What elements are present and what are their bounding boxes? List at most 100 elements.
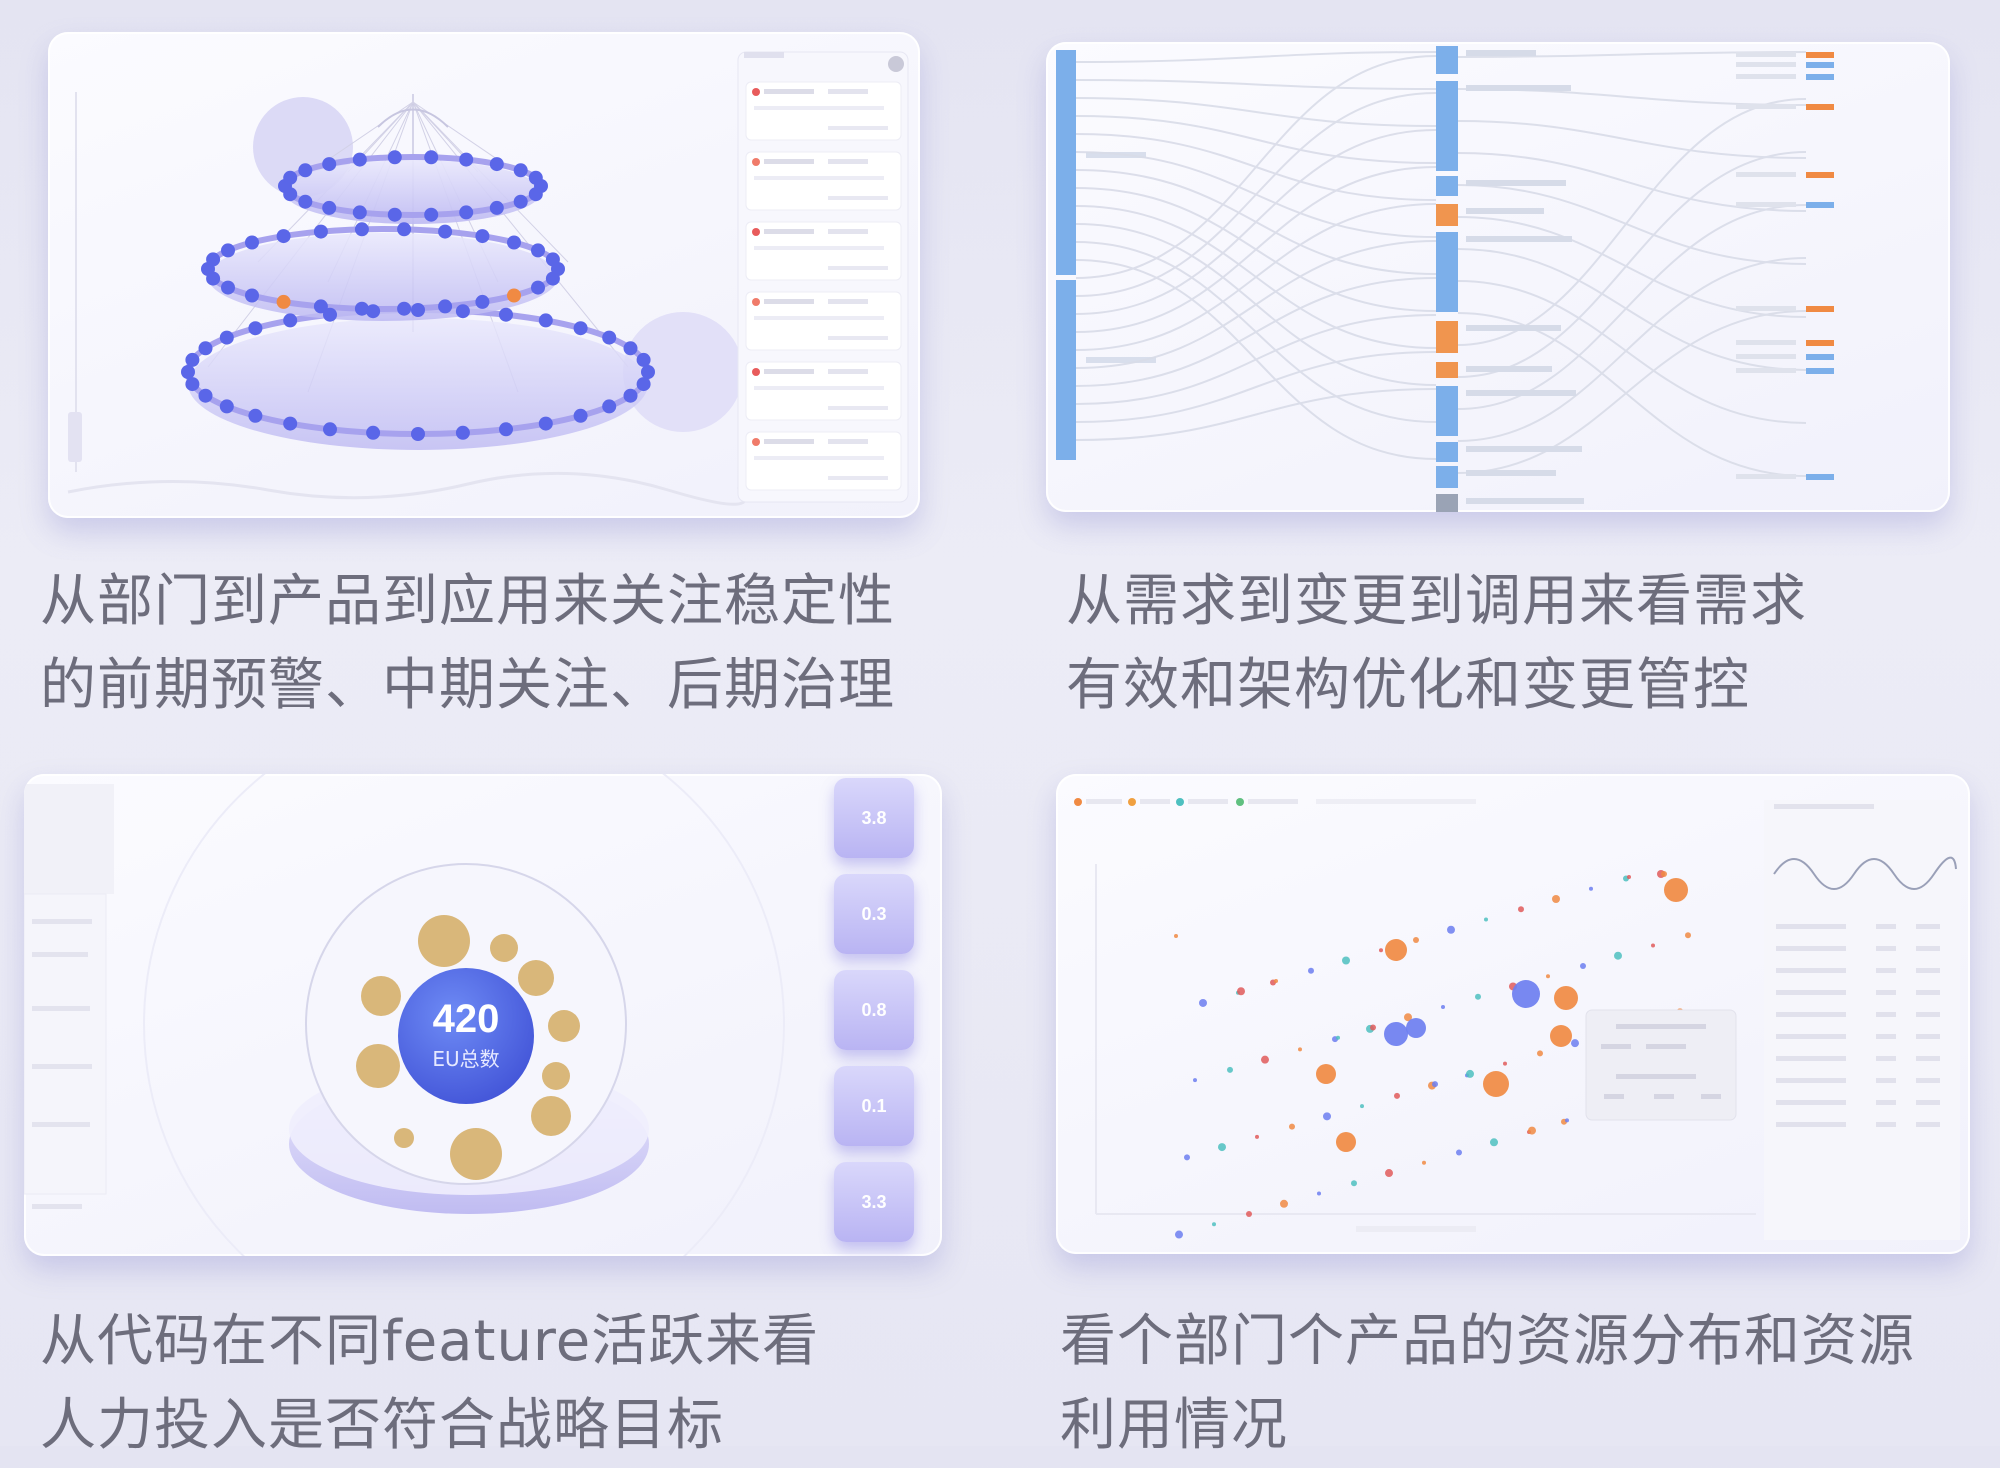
ring-node <box>455 425 470 440</box>
sankey-node <box>1436 442 1458 462</box>
side-pill-3[interactable]: 0.8 <box>834 970 914 1050</box>
scatter-point <box>1483 1071 1509 1097</box>
sankey-node <box>1436 46 1458 74</box>
side-pill-1[interactable]: 3.8 <box>834 778 914 858</box>
ring-node <box>185 352 200 367</box>
ring-tier-3 <box>188 318 648 450</box>
ring-node <box>323 422 337 437</box>
ring-node <box>248 408 263 423</box>
scatter-point <box>1406 1018 1426 1038</box>
ring-node <box>602 399 617 414</box>
ring-node <box>424 207 439 222</box>
sankey-target-nodes <box>1736 52 1834 480</box>
sankey-node <box>1436 204 1458 226</box>
ring-node <box>245 288 259 303</box>
side-pill-5[interactable]: 3.3 <box>834 1162 914 1242</box>
ring-node <box>298 163 313 178</box>
ring-nodes <box>181 150 655 441</box>
ring-node <box>198 388 213 403</box>
ring-node <box>387 150 402 165</box>
ring-node <box>538 416 553 431</box>
caption-requirements: 从需求到变更到调用来看需求 有效和架构优化和变更管控 <box>1066 569 1807 718</box>
scatter-point <box>1336 1132 1356 1152</box>
sankey-middle-nodes <box>1436 46 1584 512</box>
feature-activity-card[interactable]: 420 EU总数 3.8 0.3 0.8 0.1 3.3 <box>24 774 942 1256</box>
ring-node <box>545 271 560 286</box>
gold-bubble <box>542 1062 570 1090</box>
scatter-point <box>1664 878 1688 902</box>
requirement-flow-card[interactable] <box>1046 42 1950 512</box>
side-pill-4[interactable]: 0.1 <box>834 1066 914 1146</box>
stability-dashboard-card[interactable] <box>48 32 920 518</box>
close-icon[interactable] <box>888 56 904 72</box>
sankey-node <box>1436 386 1458 436</box>
sankey-node <box>1436 232 1458 312</box>
ring-node <box>322 157 337 172</box>
ring-node <box>513 194 528 209</box>
ring-node <box>455 304 470 319</box>
sankey-node <box>1436 321 1458 353</box>
ring-node <box>354 301 369 316</box>
ring-tier-1 <box>285 160 541 224</box>
ring-node <box>313 224 328 239</box>
ring-node <box>475 229 490 244</box>
ring-node <box>322 200 337 215</box>
ring-node <box>531 280 545 295</box>
ring-node <box>283 416 298 431</box>
scatter-point <box>1385 939 1407 961</box>
ring-tier-2 <box>208 233 558 321</box>
ring-node <box>283 170 298 185</box>
gold-bubble <box>548 1010 580 1042</box>
eu-total-label: EU总数 <box>432 1047 499 1071</box>
ring-node <box>198 341 213 356</box>
resource-distribution-card[interactable] <box>1056 774 1970 1254</box>
ring-node <box>181 365 195 379</box>
ring-node <box>507 235 521 250</box>
ring-node <box>283 313 298 328</box>
sankey-source-node <box>1056 280 1076 460</box>
eu-total-badge <box>398 968 534 1104</box>
glow-blob <box>623 312 743 432</box>
ring-node <box>602 330 617 345</box>
ring-node <box>323 307 337 322</box>
sankey-diagram <box>1056 46 1834 512</box>
legend <box>1074 798 1476 806</box>
alert-list <box>745 81 902 491</box>
ring-node <box>387 207 402 222</box>
ring-node <box>641 365 655 379</box>
gold-bubble <box>394 1128 414 1148</box>
ring-node <box>636 352 651 367</box>
ring-node <box>531 243 545 258</box>
ring-node <box>513 163 528 178</box>
ring-node <box>411 427 425 441</box>
gold-bubble <box>450 1128 502 1180</box>
ring-node <box>573 321 588 336</box>
gold-bubble <box>490 934 518 962</box>
caption-resource-distribution: 看个部门个产品的资源分布和资源 利用情况 <box>1060 1309 1915 1458</box>
ring-node <box>424 150 439 165</box>
ring-node <box>276 229 291 244</box>
scatter-point <box>1554 986 1578 1010</box>
eu-bubble-chart: 420 EU总数 <box>24 774 785 1256</box>
side-pill-2[interactable]: 0.3 <box>834 874 914 954</box>
ring-node <box>276 294 291 309</box>
ring-node <box>313 299 328 314</box>
scatter-point <box>1384 1022 1408 1046</box>
ring-node <box>221 243 235 258</box>
ring-node <box>366 425 381 440</box>
tooltip-box <box>1585 1009 1737 1121</box>
sankey-node <box>1436 176 1458 196</box>
gold-bubble <box>531 1096 571 1136</box>
caption-stability: 从部门到产品到应用来关注稳定性 的前期预警、中期关注、后期治理 <box>40 569 895 718</box>
ring-node <box>623 341 638 356</box>
ring-node <box>545 252 560 267</box>
ring-node <box>411 303 425 317</box>
sankey-node <box>1436 362 1458 378</box>
ring-node <box>538 313 553 328</box>
trend-sparkline <box>1773 856 1957 890</box>
ring-node <box>298 194 313 209</box>
ring-node <box>438 224 453 239</box>
ring-node <box>459 205 474 220</box>
ring-node <box>219 399 234 414</box>
ring-node <box>499 307 513 322</box>
